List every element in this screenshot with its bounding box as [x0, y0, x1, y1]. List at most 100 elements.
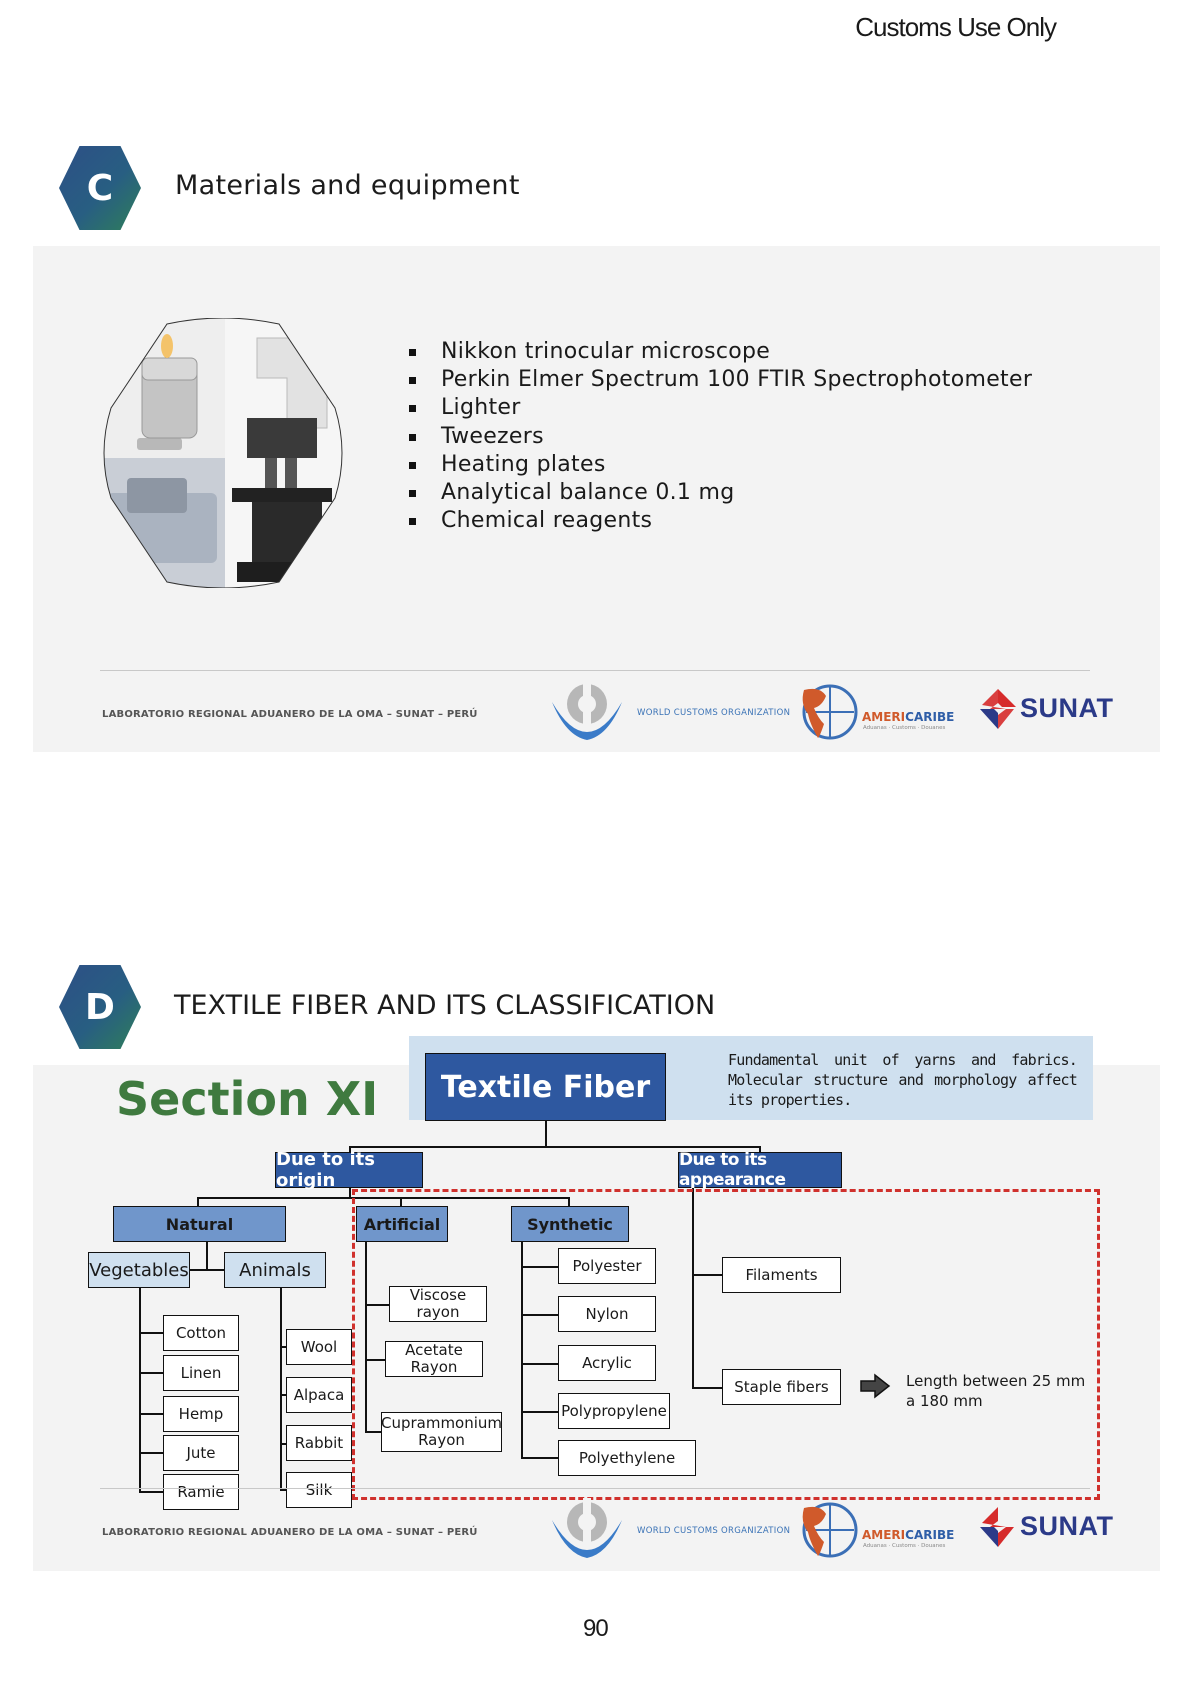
fiber-cuprammonium-rayon: Cuprammonium Rayon [381, 1412, 502, 1452]
americaribe-part-a: AMERI [862, 1528, 906, 1542]
fiber-linen: Linen [163, 1355, 239, 1391]
fiber-ramie: Ramie [163, 1474, 239, 1510]
fiber-silk: Silk [286, 1472, 352, 1508]
americaribe-globe-icon [800, 1502, 860, 1562]
fiber-polypropylene: Polypropylene [558, 1393, 670, 1429]
connector [206, 1242, 208, 1270]
list-item: Lighter [409, 394, 1032, 422]
list-item: Nikkon trinocular microscope [409, 338, 1032, 366]
sunat-name: SUNAT [1020, 693, 1114, 723]
synthetic-box: Synthetic [511, 1206, 629, 1242]
fiber-polyethylene: Polyethylene [558, 1440, 696, 1476]
sunat-logo-icon [978, 1505, 1018, 1553]
americaribe-part-a: AMERI [862, 710, 906, 724]
animals-box: Animals [224, 1252, 326, 1288]
connector [759, 1146, 761, 1152]
section-d-title: TEXTILE FIBER AND ITS CLASSIFICATION [174, 990, 716, 1021]
americaribe-name: AMERICARIBE [862, 1528, 954, 1542]
connector [521, 1363, 558, 1365]
connector [139, 1332, 163, 1334]
fiber-alpaca: Alpaca [286, 1377, 352, 1413]
due-to-appearance: Due to its appearance [678, 1150, 842, 1190]
connector [280, 1346, 286, 1348]
connector [280, 1394, 286, 1396]
equipment-list: Nikkon trinocular microscope Perkin Elme… [409, 338, 1032, 535]
connector [365, 1359, 385, 1361]
connector [692, 1274, 722, 1276]
fiber-polyester: Polyester [558, 1248, 656, 1284]
footer-divider [100, 670, 1090, 671]
footer-lab-text: LABORATORIO REGIONAL ADUANERO DE LA OMA … [102, 709, 478, 720]
connector [139, 1372, 163, 1374]
natural-box: Natural [113, 1206, 286, 1242]
staple-fibers-box: Staple fibers [722, 1369, 841, 1405]
connector [521, 1242, 523, 1458]
connector [139, 1491, 163, 1493]
section-d-badge: D [59, 965, 141, 1049]
americaribe-globe-icon [800, 684, 860, 744]
equipment-photo [97, 317, 349, 589]
connector [521, 1266, 558, 1268]
americaribe-name: AMERICARIBE [862, 710, 954, 724]
connector [692, 1188, 694, 1388]
list-item: Chemical reagents [409, 507, 1032, 535]
connector [349, 1146, 761, 1148]
fiber-jute: Jute [163, 1435, 239, 1471]
fiber-acrylic: Acrylic [558, 1345, 656, 1381]
americaribe-sub: Aduanas · Customs · Douanes [863, 1543, 946, 1549]
connector [139, 1413, 163, 1415]
arrow-right-icon [859, 1373, 891, 1403]
fiber-rabbit: Rabbit [286, 1425, 352, 1461]
connector [197, 1197, 570, 1199]
wco-logo-icon [548, 1498, 626, 1570]
connector [190, 1269, 224, 1271]
list-item: Perkin Elmer Spectrum 100 FTIR Spectroph… [409, 366, 1032, 394]
section-c-title: Materials and equipment [175, 170, 520, 201]
americaribe-part-b: CARIBE [905, 1528, 955, 1542]
filaments-box: Filaments [722, 1257, 841, 1293]
list-item: Analytical balance 0.1 mg [409, 479, 1032, 507]
connector [365, 1304, 389, 1306]
fiber-cotton: Cotton [163, 1315, 239, 1351]
page-number: 90 [583, 1615, 609, 1642]
highlight-region [352, 1189, 1100, 1500]
americaribe-sub: Aduanas · Customs · Douanes [863, 725, 946, 731]
fiber-viscose-rayon: Viscose rayon [389, 1286, 487, 1322]
connector [139, 1452, 163, 1454]
connector [400, 1197, 402, 1206]
fiber-nylon: Nylon [558, 1296, 656, 1332]
customs-use-label: Customs Use Only [855, 12, 1057, 42]
connector [349, 1146, 351, 1152]
section-xi-label: Section XI [116, 1072, 379, 1126]
wco-logo-icon [548, 680, 626, 752]
root-textile-fiber: Textile Fiber [425, 1053, 666, 1121]
vegetables-box: Vegetables [88, 1252, 190, 1288]
connector [349, 1188, 351, 1198]
artificial-box: Artificial [356, 1206, 448, 1242]
wco-name: WORLD CUSTOMS ORGANIZATION [637, 708, 791, 718]
staple-length-note: Length between 25 mm a 180 mm [906, 1372, 1086, 1410]
sunat-name: SUNAT [1020, 1511, 1114, 1541]
connector [197, 1197, 199, 1206]
list-item: Heating plates [409, 451, 1032, 479]
connector [568, 1197, 570, 1206]
fiber-hemp: Hemp [163, 1396, 239, 1432]
connector [521, 1314, 558, 1316]
footer-lab-text: LABORATORIO REGIONAL ADUANERO DE LA OMA … [102, 1527, 478, 1538]
connector [139, 1288, 141, 1492]
sunat-logo-icon [978, 687, 1018, 735]
due-to-origin: Due to its origin [275, 1149, 423, 1191]
connector [365, 1242, 367, 1432]
connector [365, 1431, 381, 1433]
fiber-acetate-rayon: Acetate Rayon [385, 1341, 483, 1377]
connector [280, 1288, 282, 1490]
section-c-badge: C [59, 146, 141, 230]
connector [521, 1457, 558, 1459]
definition-text: Fundamental unit of yarns and fabrics. M… [728, 1051, 1078, 1109]
connector [521, 1411, 558, 1413]
wco-name: WORLD CUSTOMS ORGANIZATION [637, 1526, 791, 1536]
connector [280, 1489, 286, 1491]
connector [545, 1121, 547, 1147]
connector [692, 1387, 722, 1389]
connector [280, 1443, 286, 1445]
